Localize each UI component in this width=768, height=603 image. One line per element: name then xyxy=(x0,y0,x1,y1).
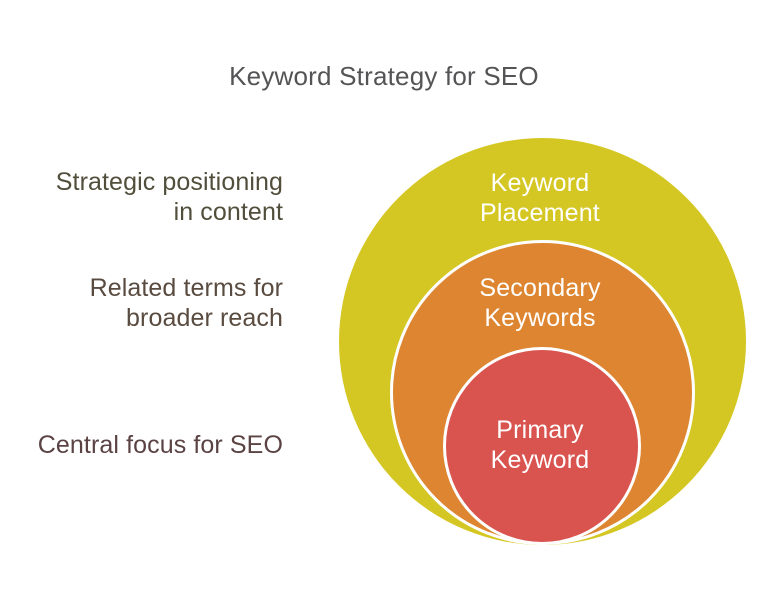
ring-label-line: Secondary xyxy=(479,274,601,302)
ring-label-line: Keyword xyxy=(490,446,590,474)
circle-primary-keyword xyxy=(443,347,641,545)
ring-label-line: Keywords xyxy=(484,304,596,332)
ring-label-line: Placement xyxy=(480,199,600,227)
ring-label-secondary-keywords: Secondary Keywords xyxy=(390,273,690,333)
diagram-title: Keyword Strategy for SEO xyxy=(229,61,539,91)
annotation-secondary-keywords: Related terms for broader reach xyxy=(0,273,283,333)
ring-label-line: Keyword xyxy=(490,169,590,197)
annotation-line: Related terms for xyxy=(89,274,283,302)
annotation-line: broader reach xyxy=(126,304,283,332)
annotation-keyword-placement: Strategic positioning in content xyxy=(0,167,283,227)
ring-label-line: Primary xyxy=(496,416,584,444)
ring-label-primary-keyword: Primary Keyword xyxy=(390,415,690,475)
annotation-line: Strategic positioning xyxy=(55,168,283,196)
ring-label-keyword-placement: Keyword Placement xyxy=(390,168,690,228)
annotation-line: Central focus for SEO xyxy=(37,431,283,459)
annotation-line: in content xyxy=(173,198,283,226)
annotation-primary-keyword: Central focus for SEO xyxy=(0,430,283,460)
